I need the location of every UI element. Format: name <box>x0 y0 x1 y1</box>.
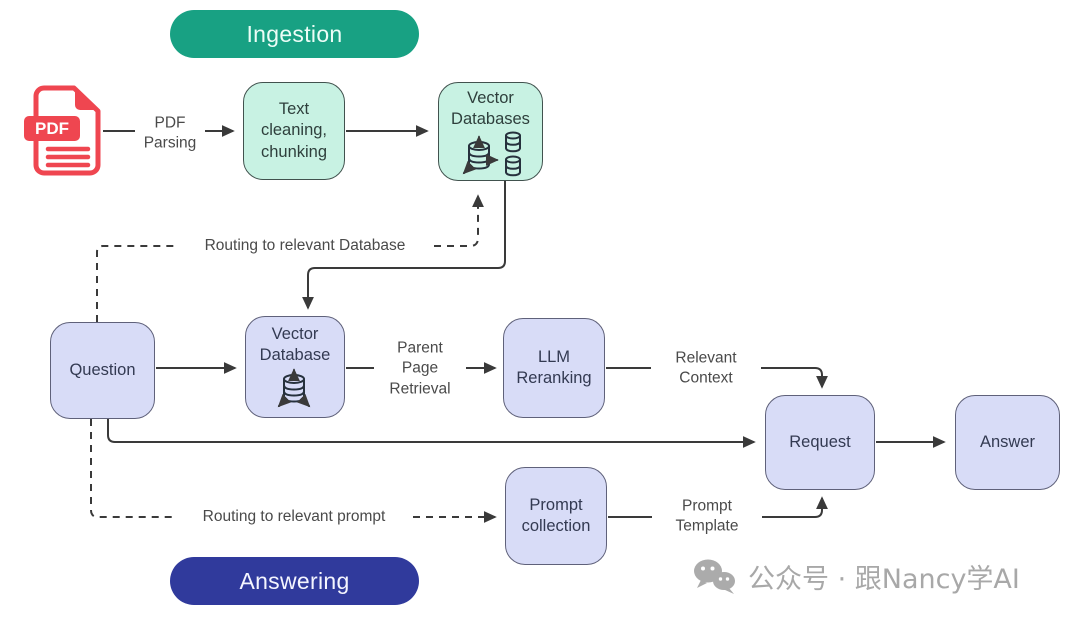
watermark: 公众号 · 跟Nancy学AI <box>693 557 1020 596</box>
node-label: Request <box>789 432 851 451</box>
node-vector-databases: Vector Databases <box>438 82 543 181</box>
node-label: Answer <box>979 432 1036 451</box>
node-label: Prompt collection <box>521 495 591 535</box>
database-icon <box>462 135 499 175</box>
edge-label-prompt-template: Prompt Template <box>661 496 753 538</box>
database-icon-small <box>504 155 521 177</box>
watermark-text: 公众号 · 跟Nancy学AI <box>748 564 1020 595</box>
edge-routing-prompt-left <box>90 419 176 518</box>
node-text-cleaning: Text cleaning, chunking <box>243 82 345 180</box>
edge-label-routing-database: Routing to relevant Database <box>199 235 411 257</box>
node-prompt-collection: Prompt collection <box>505 467 607 565</box>
node-question: Question <box>50 322 155 419</box>
edge-label-relevant-context: Relevant Context <box>663 348 749 390</box>
node-label: LLM Reranking <box>516 347 592 387</box>
edge-databases-to-database <box>302 181 506 310</box>
node-vector-database: Vector Database <box>245 316 345 418</box>
node-label: Vector Database <box>259 324 331 364</box>
database-icon <box>277 368 311 408</box>
pdf-icon-label: PDF <box>35 119 69 138</box>
edge-template-to-request <box>762 496 828 518</box>
edge-label-routing-prompt: Routing to relevant prompt <box>197 506 391 528</box>
pdf-file-icon: PDF <box>24 85 101 176</box>
edge-question-to-request <box>107 419 756 448</box>
node-label: Question <box>69 360 136 379</box>
small-database-icons <box>503 131 523 178</box>
edge-routing-database-right <box>434 194 484 247</box>
edge-label-parent-page-retrieval: Parent Page Retrieval <box>381 338 459 400</box>
database-icons <box>459 131 523 178</box>
edge-label-pdf-parsing: PDF Parsing <box>135 113 205 155</box>
edge-routing-database-left <box>96 245 176 322</box>
node-llm-reranking: LLM Reranking <box>503 318 605 418</box>
answering-section-badge: Answering <box>170 557 419 605</box>
node-answer: Answer <box>955 395 1060 490</box>
ingestion-section-badge: Ingestion <box>170 10 419 58</box>
node-label: Text cleaning, chunking <box>260 99 328 161</box>
database-icon-small <box>504 131 521 153</box>
wechat-icon <box>694 559 735 594</box>
edge-context-to-request <box>761 367 828 389</box>
node-request: Request <box>765 395 875 490</box>
node-label: Vector Databases <box>451 88 530 128</box>
